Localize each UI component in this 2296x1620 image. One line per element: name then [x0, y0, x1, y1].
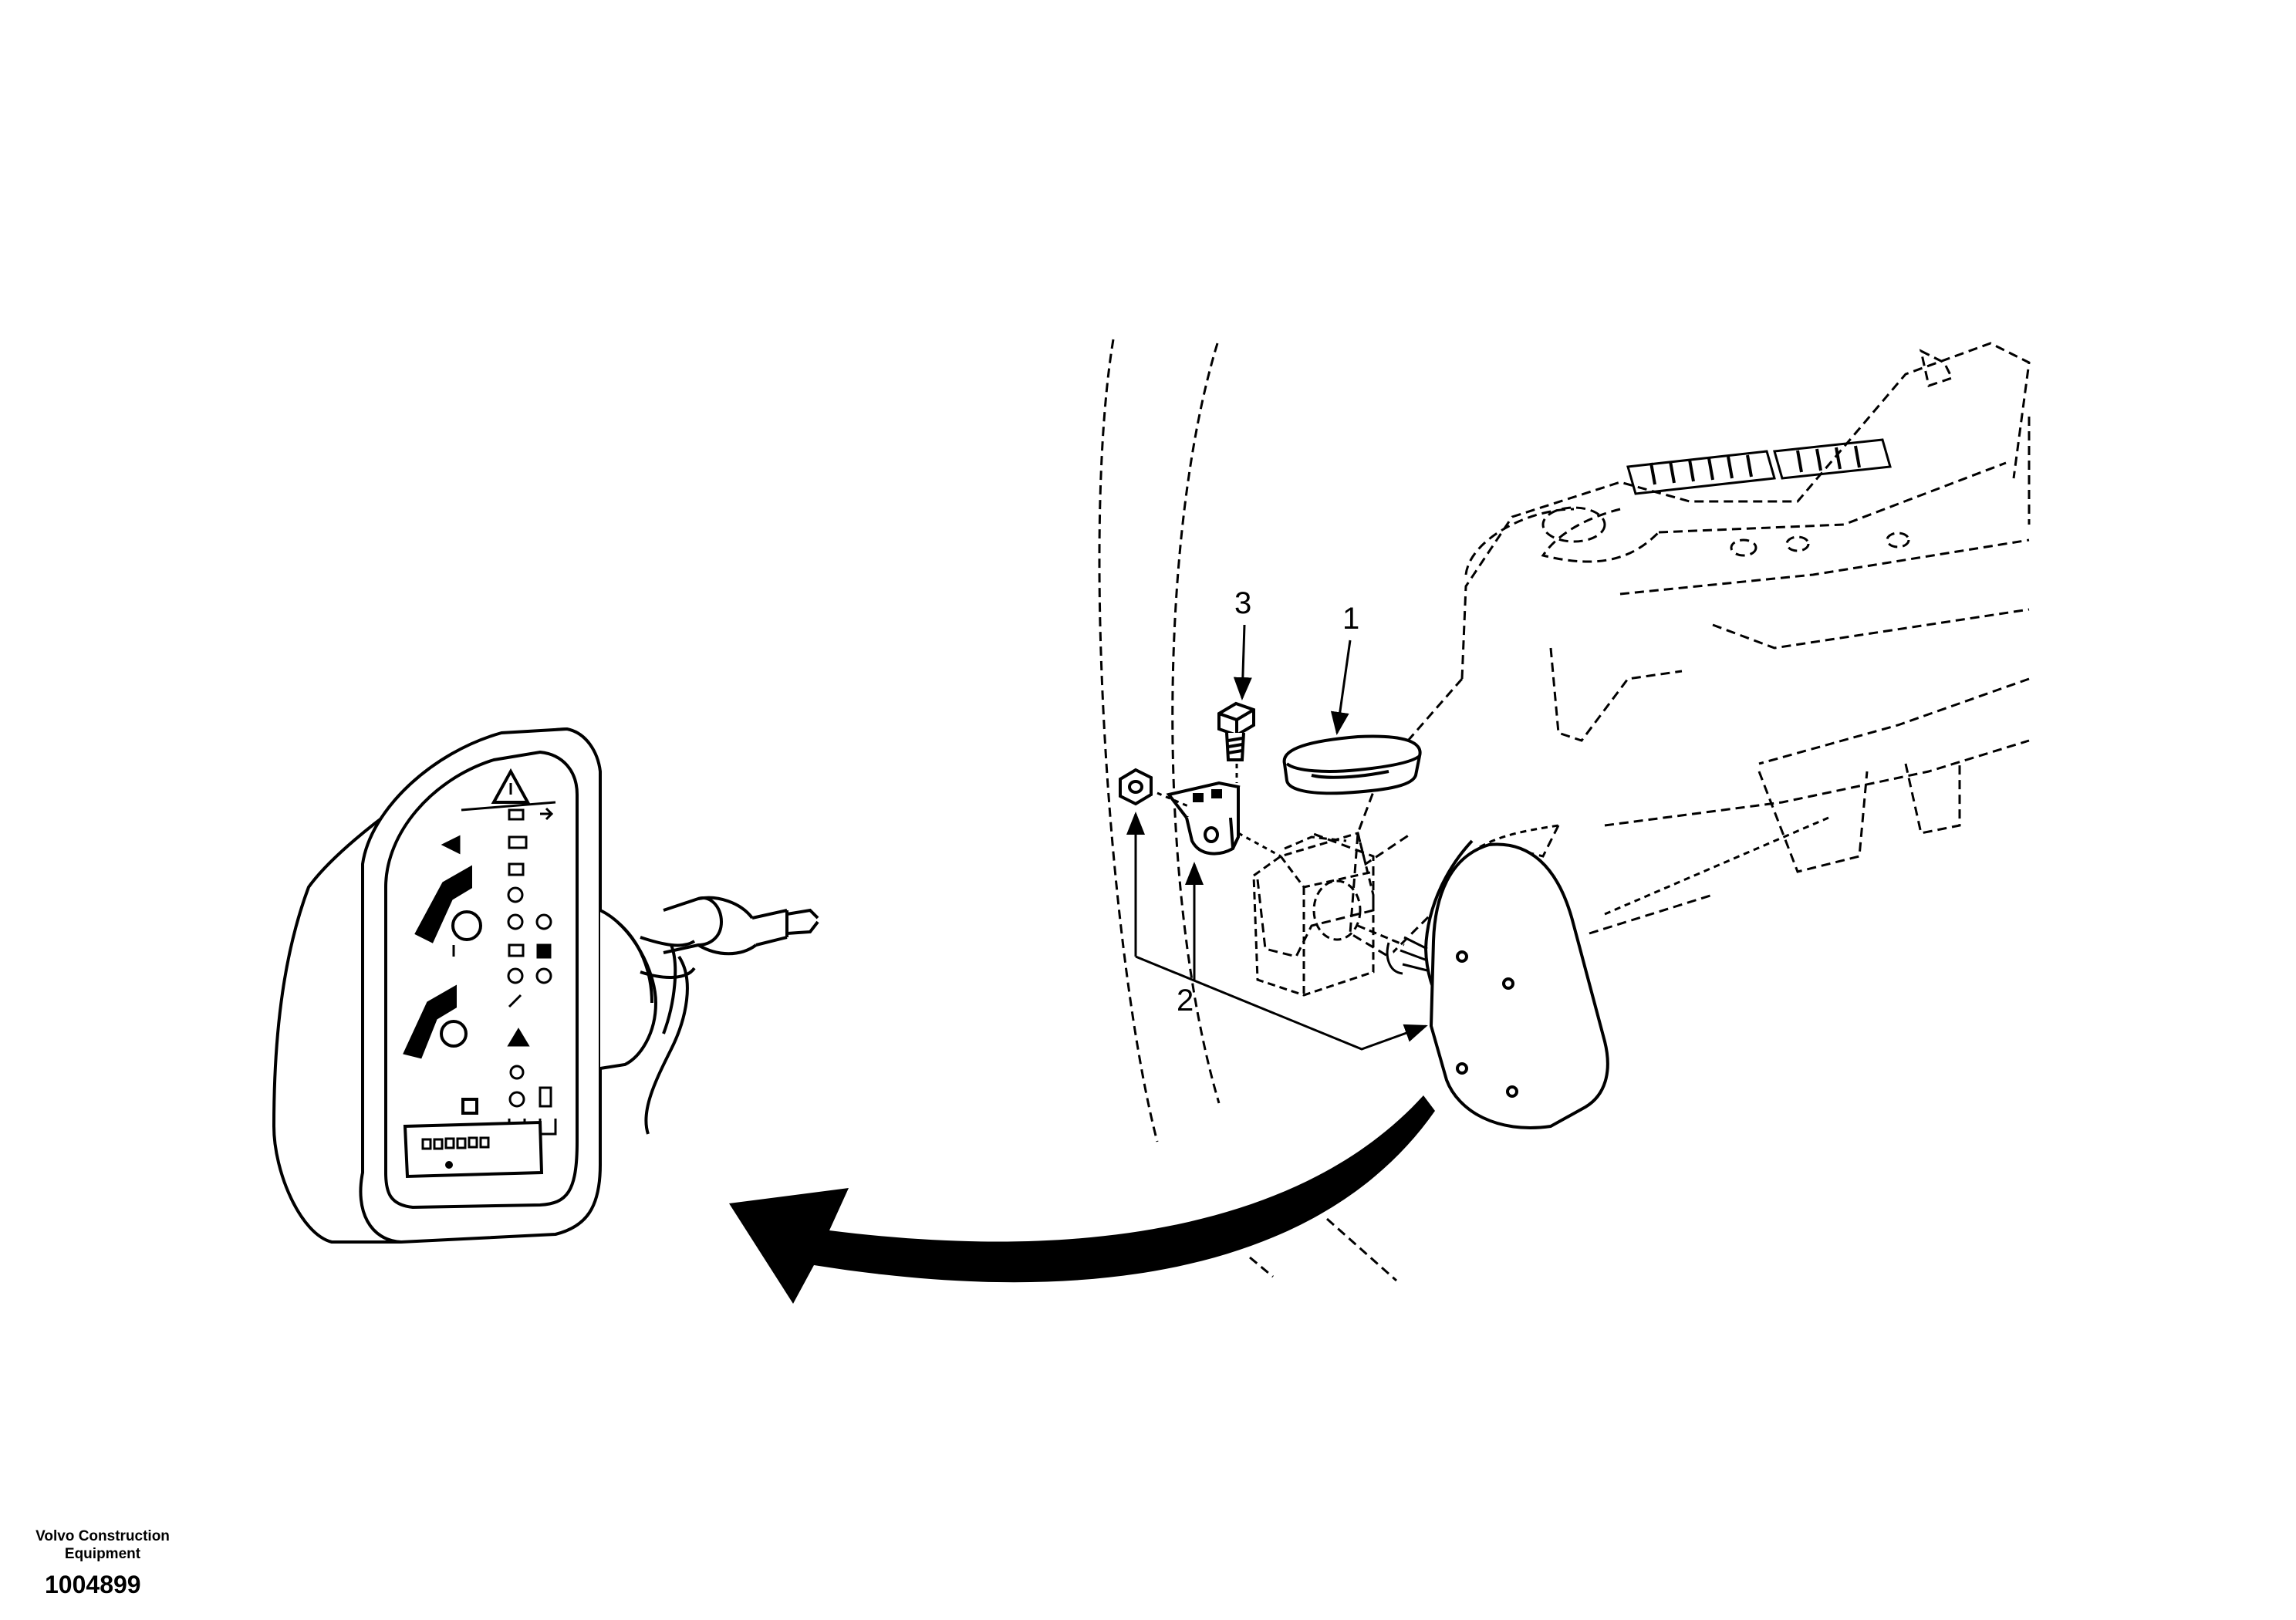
- assembly-dash-lines: [1156, 764, 1281, 858]
- vent-grilles: [1626, 438, 1892, 495]
- callout-label-2: 2: [1177, 984, 1194, 1018]
- cable-dashed: [1479, 816, 1829, 916]
- brand-line-2: Equipment: [64, 1546, 141, 1562]
- curved-arrow: [729, 1095, 1435, 1304]
- callout-label-1: 1: [1342, 602, 1359, 636]
- document-number: 1004899: [45, 1571, 141, 1598]
- display-unit-rear: [1386, 839, 1609, 1129]
- display-unit-front: [272, 727, 819, 1244]
- machine-frame-dashed: [1098, 339, 2031, 1282]
- brand-label: Volvo Construction Equipment: [14, 1527, 191, 1563]
- callout-leaders: [1126, 624, 1428, 1051]
- part-1-plug: [1282, 734, 1422, 795]
- part-2-bracket: [1166, 781, 1241, 856]
- callout-label-3: 3: [1234, 586, 1251, 620]
- part-3-bolt: [1217, 701, 1255, 761]
- brand-line-1: Volvo Construction: [35, 1528, 170, 1544]
- mounting-boss-dashed: [1252, 832, 1405, 997]
- nut: [1119, 768, 1153, 806]
